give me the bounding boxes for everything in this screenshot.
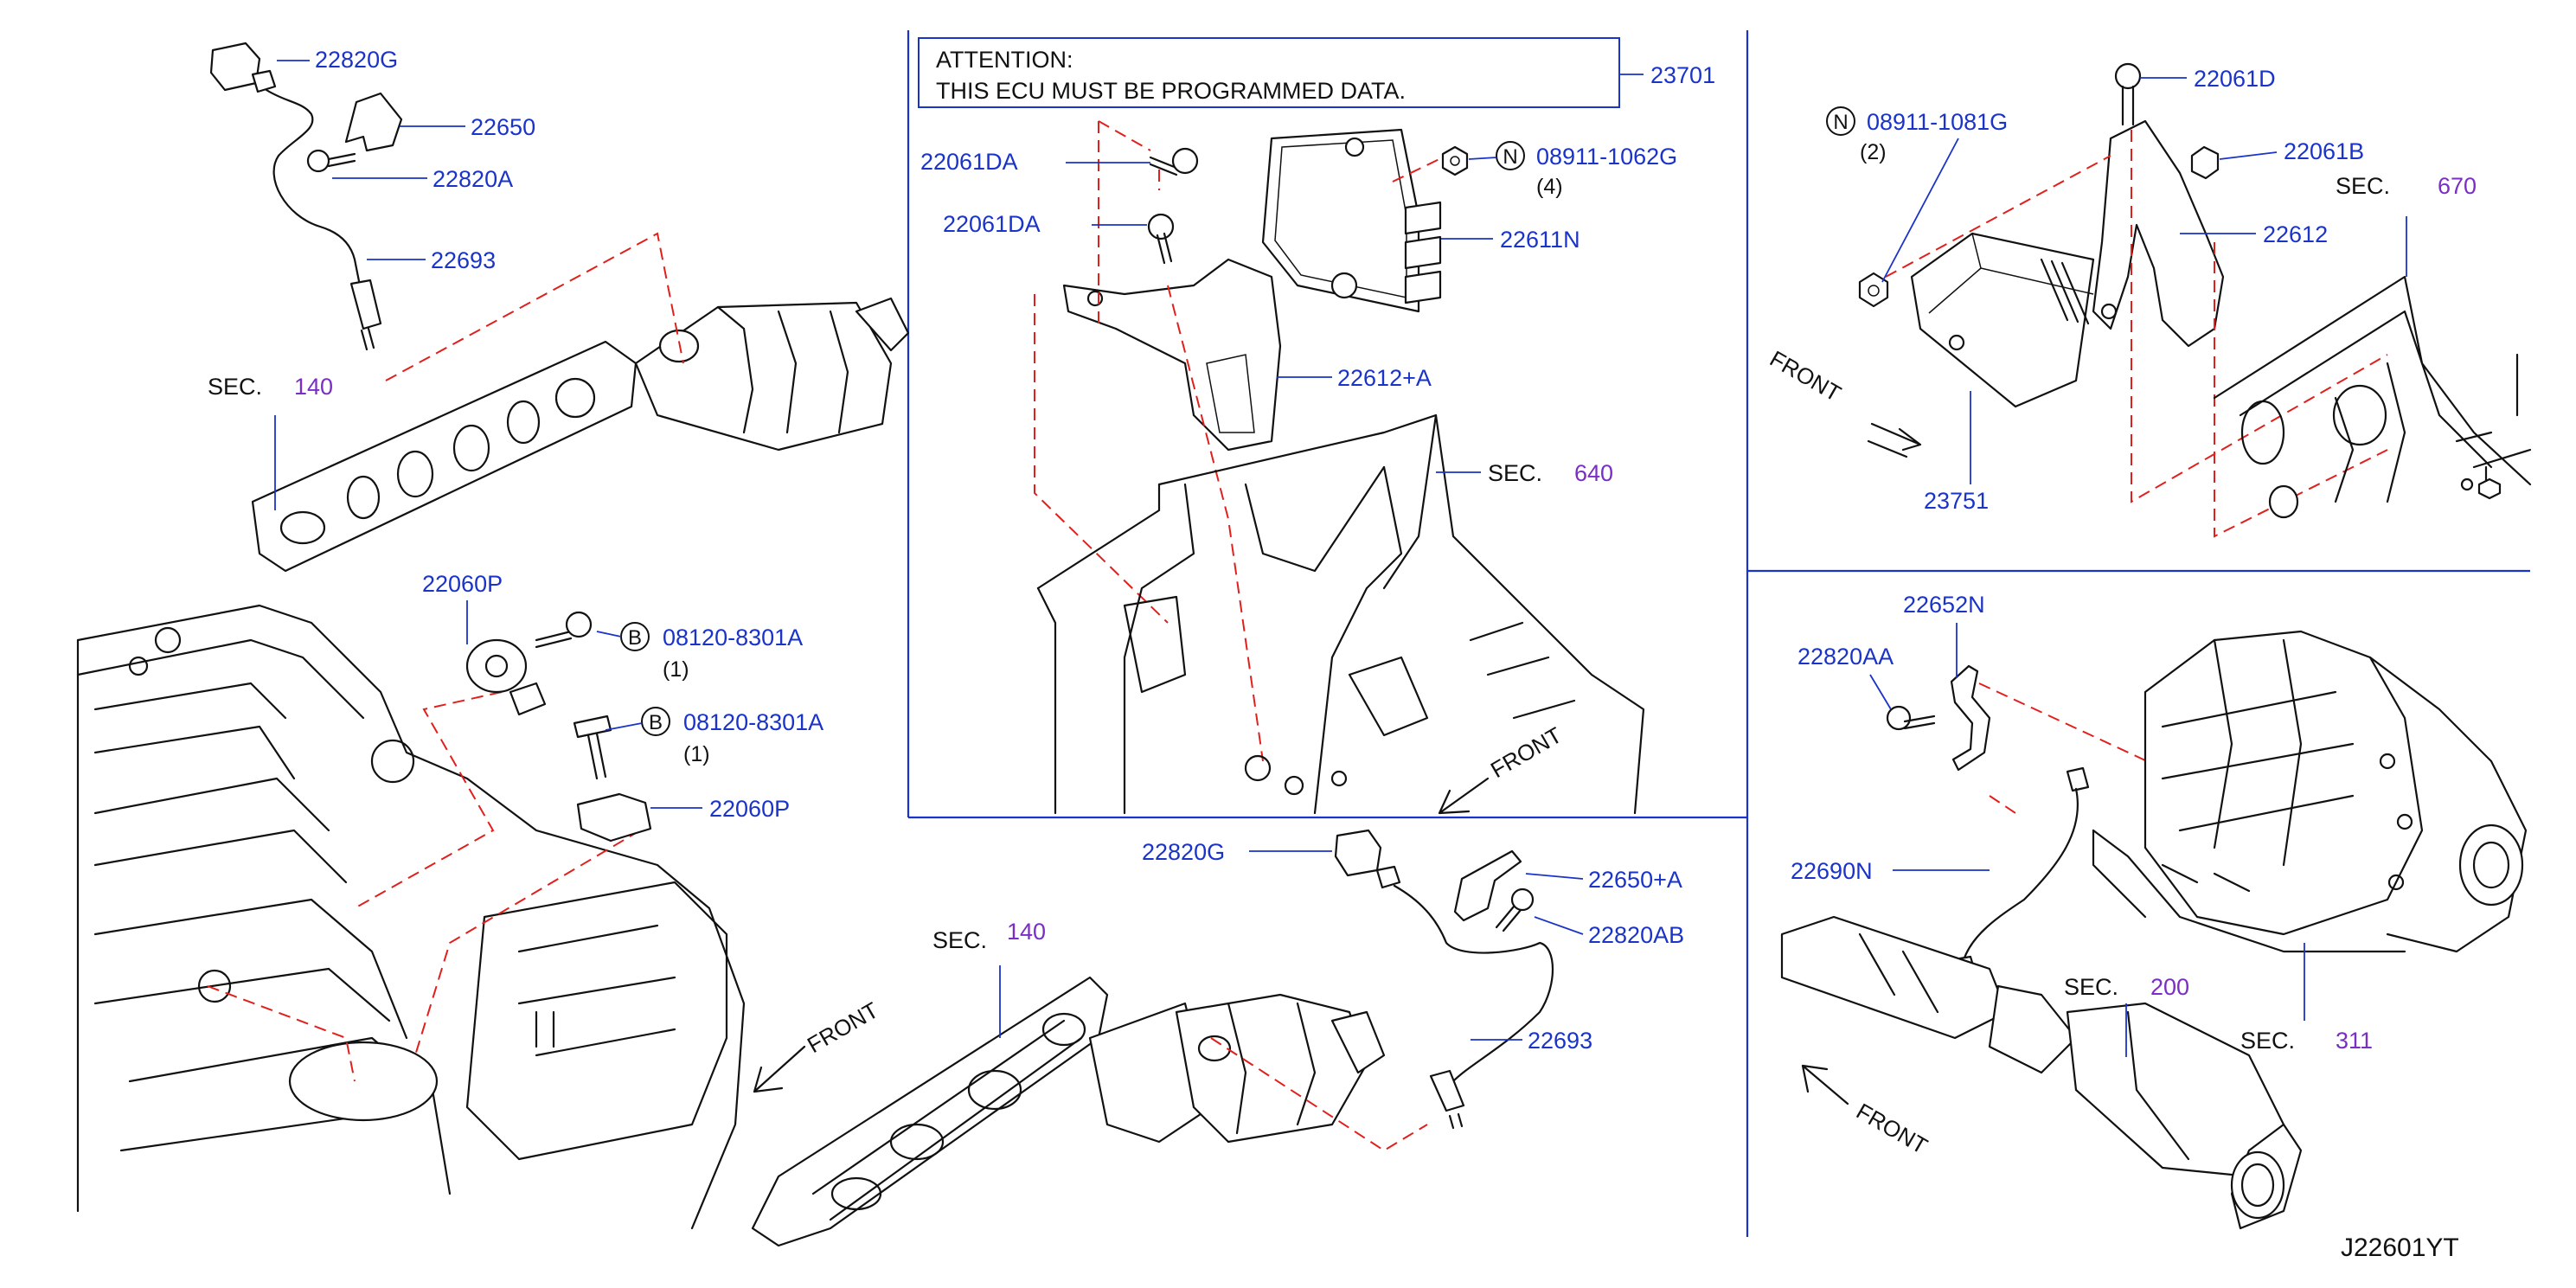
part-label-22693-upper: 22693 <box>431 247 496 273</box>
sec-number-311: 311 <box>2336 1028 2373 1054</box>
sec-number-640: 640 <box>1574 460 1613 486</box>
attention-box: ATTENTION: THIS ECU MUST BE PROGRAMMED D… <box>918 37 1715 108</box>
exhaust-manifold-lower <box>751 976 1428 1247</box>
diagram-id: J22601YT <box>2341 1234 2459 1262</box>
part-label-22061B: 22061B <box>2284 138 2364 164</box>
ecu-assembly <box>1034 120 1469 762</box>
part-label-22820G-lower: 22820G <box>1142 839 1225 865</box>
sec-number-140-lower: 140 <box>1007 919 1046 945</box>
attention-title: ATTENTION: <box>936 47 1073 73</box>
part-label-22820G-upper: 22820G <box>315 47 398 73</box>
exhaust-pipe-catalyst <box>1780 915 2303 1230</box>
part-label-23751: 23751 <box>1924 488 1989 514</box>
front-label-bottom-right: FRONT <box>1852 1098 1932 1159</box>
part-label-22061D: 22061D <box>2194 66 2276 92</box>
sec-label-200: SEC. <box>2064 974 2118 1000</box>
body-panel-center <box>1036 413 1645 815</box>
part-label-22820A: 22820A <box>433 166 513 192</box>
sec-number-140-upper: 140 <box>294 374 333 400</box>
part-label-22061DA-upper: 22061DA <box>920 149 1018 175</box>
callout-b-lower-letter: B <box>649 711 663 734</box>
part-label-22650A: 22650+A <box>1588 867 1682 893</box>
transmission <box>2092 630 2528 953</box>
knock-sensor-left <box>465 611 652 843</box>
part-label-22820AA: 22820AA <box>1797 644 1894 670</box>
qty-08911-1062G: (4) <box>1536 175 1563 199</box>
part-label-22611N: 22611N <box>1500 227 1580 253</box>
callout-b-lower <box>641 707 670 736</box>
qty-08911-1081G: (2) <box>1860 140 1887 164</box>
front-arrow-bottom-right: FRONT <box>1801 1064 1932 1159</box>
front-label-top-right: FRONT <box>1765 345 1846 407</box>
qty-08120-8301A-lower: (1) <box>683 742 710 766</box>
callout-b-upper-letter: B <box>628 626 642 650</box>
o2-sensor-lower-center <box>1334 829 1554 1130</box>
part-label-22693-lower: 22693 <box>1528 1028 1592 1054</box>
part-label-22652N: 22652N <box>1903 592 1985 618</box>
part-label-08120-8301A-lower: 08120-8301A <box>683 709 823 735</box>
sec-label-140-lower: SEC. <box>932 927 987 953</box>
part-label-22820AB: 22820AB <box>1588 922 1684 948</box>
front-arrow-center: FRONT <box>1438 721 1567 815</box>
part-label-22060P-lower: 22060P <box>709 796 790 822</box>
engine-block-left <box>76 604 746 1230</box>
sec-label-670: SEC. <box>2336 173 2390 199</box>
o2-sensor-upper-left <box>209 42 403 351</box>
part-label-22612A: 22612+A <box>1337 365 1432 391</box>
part-label-22690N: 22690N <box>1791 858 1873 884</box>
callout-n-ecm <box>1826 106 1855 136</box>
part-label-22650-upper: 22650 <box>471 114 535 140</box>
sec-number-670: 670 <box>2438 173 2477 199</box>
exhaust-manifold-upper <box>251 232 910 573</box>
part-label-08911-1062G: 08911-1062G <box>1536 144 1677 170</box>
part-label-08120-8301A-upper: 08120-8301A <box>663 625 803 650</box>
part-label-23701: 23701 <box>1650 62 1715 88</box>
callout-n-ecu-letter: N <box>1503 145 1517 169</box>
front-label-bottom-left: FRONT <box>803 996 883 1058</box>
part-label-22060P-upper: 22060P <box>422 571 503 597</box>
front-arrow-top-right: FRONT <box>1765 345 1922 458</box>
attention-text: THIS ECU MUST BE PROGRAMMED DATA. <box>936 78 1406 104</box>
ecm-assembly-right <box>1858 62 2388 538</box>
front-arrow-bottom-left: FRONT <box>753 996 883 1093</box>
part-label-22612: 22612 <box>2263 221 2328 247</box>
sec-label-140-upper: SEC. <box>208 374 262 400</box>
callout-n-ecm-letter: N <box>1833 111 1848 134</box>
body-panel-right <box>2213 275 2532 519</box>
front-label-center: FRONT <box>1486 721 1567 783</box>
part-label-08911-1081G: 08911-1081G <box>1867 109 2008 135</box>
section-frames <box>907 30 2530 1237</box>
sec-label-640: SEC. <box>1488 460 1542 486</box>
sec-label-311: SEC. <box>2240 1028 2295 1054</box>
part-label-22061DA-lower: 22061DA <box>943 211 1041 237</box>
qty-08120-8301A-upper: (1) <box>663 657 689 682</box>
callout-n-ecu <box>1496 141 1525 170</box>
sec-number-200: 200 <box>2150 974 2189 1000</box>
